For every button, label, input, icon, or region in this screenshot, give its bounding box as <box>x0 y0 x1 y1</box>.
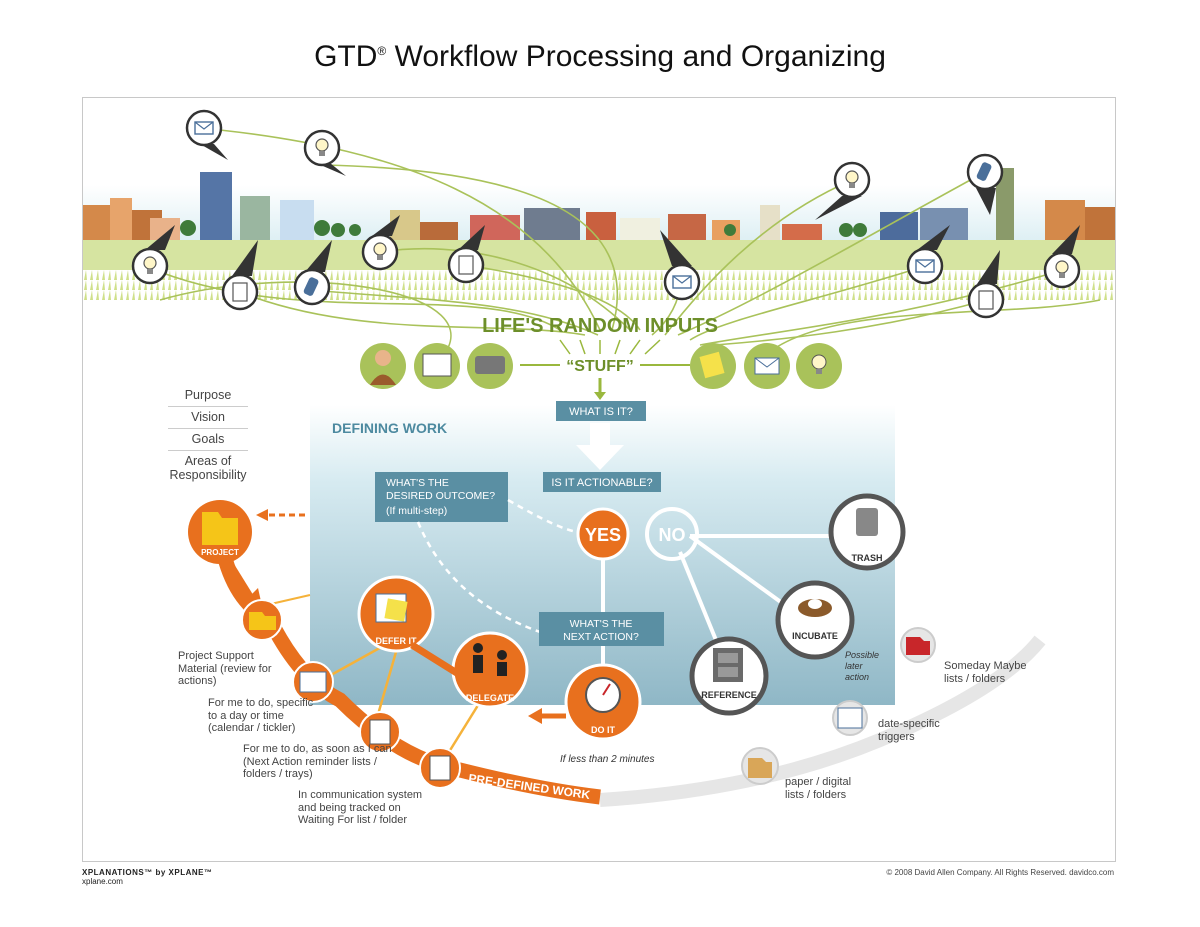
person-icon <box>375 350 391 366</box>
folder-icon <box>249 612 276 630</box>
svg-text:DO IT: DO IT <box>591 725 616 735</box>
fax-icon <box>475 356 505 374</box>
note-calendar: For me to do, specific to a day or time … <box>208 697 314 734</box>
city-skyline <box>83 168 1115 240</box>
pre-defined-work-label: PRE-DEFINED WORK <box>468 771 592 802</box>
delegate-node: DELEGATE <box>451 631 529 709</box>
folder-icon <box>748 758 772 778</box>
document-icon <box>369 719 391 745</box>
trash-can-icon <box>856 508 878 536</box>
note-paper: paper / digital lists / folders <box>785 776 852 801</box>
project-node: PROJECT <box>188 500 252 564</box>
project-down-arrow <box>225 558 257 604</box>
input-pins <box>131 109 1081 319</box>
is-actionable: IS IT ACTIONABLE? <box>551 477 652 489</box>
outcome-dashed-line <box>416 521 541 634</box>
calendar-icon <box>299 671 327 693</box>
note-waiting: In communication system and being tracke… <box>298 789 423 826</box>
incubate-node: INCUBATE <box>775 580 855 660</box>
svg-text:PROJECT: PROJECT <box>201 548 239 557</box>
svg-text:DEFER IT: DEFER IT <box>375 636 417 646</box>
svg-text:REFERENCE: REFERENCE <box>701 690 757 700</box>
outcome-line-2: DESIRED OUTCOME? <box>386 490 495 502</box>
outcome-box <box>375 472 508 522</box>
next-action-line-1: WHAT'S THE <box>570 618 633 630</box>
footer-brand: XPLANATIONS™ by XPLANE™ xplane.com <box>82 868 212 886</box>
horizon-areas: Areas of Responsibility <box>169 454 247 482</box>
yes-label: YES <box>585 525 621 545</box>
possible-note-1: Possible <box>845 650 879 660</box>
diagram-frame <box>82 97 1116 862</box>
sticky-note-icon <box>699 351 725 379</box>
folder-icon <box>202 512 238 545</box>
actionable-box <box>543 472 661 492</box>
defer-delegate-link <box>410 642 462 678</box>
page-title: GTD® Workflow Processing and Organizing <box>314 40 886 73</box>
inputs-heading: LIFE'S RANDOM INPUTS <box>482 315 718 337</box>
footer-copyright: © 2008 David Allen Company. All Rights R… <box>886 868 1114 877</box>
two-minute-note: If less than 2 minutes <box>560 754 655 765</box>
what-is-it-box <box>556 401 646 421</box>
note-next-action-lists: For me to do, as soon as I can (Next Act… <box>243 743 392 780</box>
yes-node <box>576 507 630 561</box>
do-it-node: DO IT <box>564 663 642 741</box>
footer-site: xplane.com <box>82 877 123 886</box>
ground-band <box>83 240 1115 270</box>
horizon-purpose: Purpose <box>168 385 248 407</box>
no-node <box>645 507 699 561</box>
outcome-line-3: (If multi-step) <box>386 505 447 517</box>
horizon-goals: Goals <box>168 429 248 451</box>
track-small-nodes <box>241 599 461 789</box>
stuff-icons <box>360 343 842 389</box>
lightbulb-icon <box>811 354 827 370</box>
defer-node: DEFER IT <box>357 575 435 653</box>
big-white-arrow <box>576 423 624 470</box>
svg-text:INCUBATE: INCUBATE <box>792 631 838 641</box>
horizon-vision: Vision <box>168 407 248 429</box>
what-is-it: WHAT IS IT? <box>569 406 633 418</box>
svg-text:DELEGATE: DELEGATE <box>466 693 514 703</box>
no-label: NO <box>659 525 686 545</box>
note-triggers: date-specific triggers <box>878 718 940 743</box>
note-project-support: Project Support Material (review for act… <box>178 650 272 687</box>
document-icon <box>429 755 451 781</box>
input-arrows <box>559 339 661 355</box>
yes-dashed-line <box>507 498 579 534</box>
folder-icon <box>906 637 930 655</box>
trash-node: TRASH <box>828 493 906 571</box>
paper-stack-icon <box>422 353 452 377</box>
reference-node: REFERENCE <box>689 636 769 716</box>
possible-note-2: later <box>845 661 864 671</box>
defining-heading: DEFINING WORK <box>332 420 447 436</box>
possible-note-3: action <box>845 672 869 682</box>
stuff-label: “STUFF” <box>566 358 634 375</box>
note-someday: Someday Maybe lists / folders <box>944 660 1027 685</box>
next-action-line-2: NEXT ACTION? <box>563 631 639 643</box>
organizing-small-nodes <box>741 627 936 785</box>
calendar-icon <box>837 707 863 729</box>
outcome-line-1: WHAT'S THE <box>386 477 449 489</box>
organizing-arc <box>599 635 1046 807</box>
svg-text:TRASH: TRASH <box>852 553 883 563</box>
horizons-list: Purpose Vision Goals Areas of Responsibi… <box>168 385 248 486</box>
footer-brand-name: XPLANATIONS™ by XPLANE™ <box>82 868 213 877</box>
next-action-box <box>539 612 664 646</box>
